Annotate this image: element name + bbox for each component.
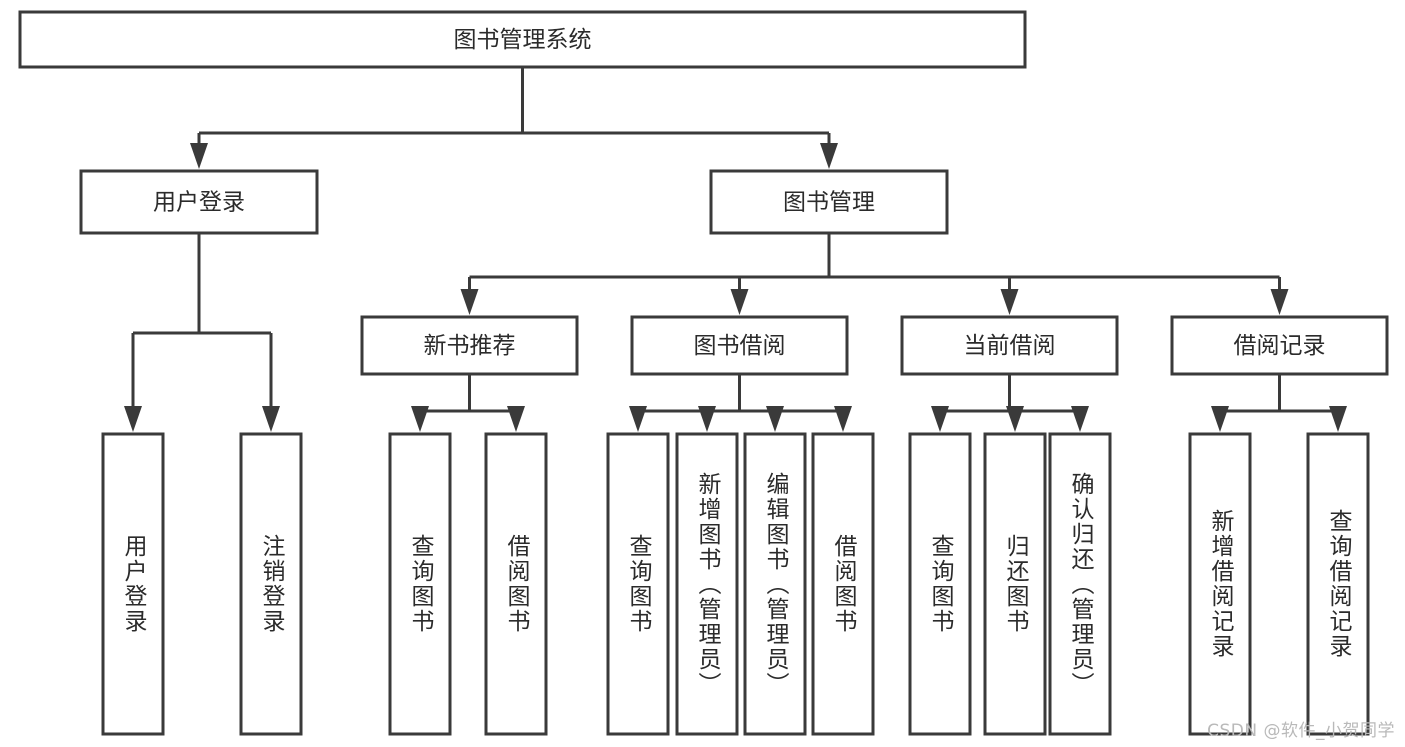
node-label-n-book-borrow: 图书借阅 xyxy=(694,333,786,359)
arrow-head-icon xyxy=(730,289,749,315)
node-box-n-book-borrow[interactable] xyxy=(630,315,849,376)
node-label-n-user-login: 用户登录 xyxy=(153,190,245,216)
node-box-l-borrow-book-1[interactable] xyxy=(484,432,548,736)
node-box-l-query-book-1[interactable] xyxy=(388,432,452,736)
node-box-l-add-record[interactable] xyxy=(1188,432,1252,736)
node-label-n-borrow-record: 借阅记录 xyxy=(1234,333,1326,359)
node-box-l-logout[interactable] xyxy=(239,432,303,736)
node-box-root[interactable] xyxy=(18,10,1027,69)
node-box-n-book-mgmt[interactable] xyxy=(709,169,949,235)
arrow-head-icon xyxy=(124,406,142,432)
arrow-head-icon xyxy=(1270,289,1289,315)
node-box-l-query-book-2[interactable] xyxy=(606,432,670,736)
arrow-head-icon xyxy=(629,406,647,432)
arrow-head-icon xyxy=(1329,406,1347,432)
node-box-l-user-login[interactable] xyxy=(101,432,165,736)
arrow-head-icon xyxy=(1006,406,1024,432)
node-box-l-add-book[interactable] xyxy=(675,432,739,736)
node-box-l-borrow-book-2[interactable] xyxy=(811,432,875,736)
node-box-n-current-borrow[interactable] xyxy=(900,315,1119,376)
arrow-head-icon xyxy=(698,406,716,432)
watermark-text: CSDN @软件_小贺同学 xyxy=(1207,721,1395,741)
node-box-n-user-login[interactable] xyxy=(79,169,319,235)
arrow-head-icon xyxy=(766,406,784,432)
node-label-n-new-book-rec: 新书推荐 xyxy=(424,333,516,359)
node-box-l-confirm-return[interactable] xyxy=(1048,432,1112,736)
node-boxes-layer xyxy=(18,10,1389,736)
arrow-head-icon xyxy=(1071,406,1089,432)
node-box-n-new-book-rec[interactable] xyxy=(360,315,579,376)
arrow-head-icon xyxy=(834,406,852,432)
node-box-l-query-record[interactable] xyxy=(1306,432,1370,736)
node-box-l-return-book[interactable] xyxy=(983,432,1047,736)
arrow-head-icon xyxy=(820,143,838,169)
arrow-head-icon xyxy=(411,406,429,432)
node-label-root: 图书管理系统 xyxy=(454,27,592,53)
arrow-head-icon xyxy=(507,406,525,432)
arrow-head-icon xyxy=(931,406,949,432)
node-box-l-edit-book[interactable] xyxy=(743,432,807,736)
node-label-n-book-mgmt: 图书管理 xyxy=(783,190,875,216)
arrow-head-icon xyxy=(190,143,208,169)
arrow-head-icon xyxy=(1000,289,1019,315)
node-box-n-borrow-record[interactable] xyxy=(1170,315,1389,376)
node-label-n-current-borrow: 当前借阅 xyxy=(964,333,1056,359)
connectors-layer xyxy=(124,67,1347,432)
node-box-l-query-book-3[interactable] xyxy=(908,432,972,736)
arrow-head-icon xyxy=(262,406,280,432)
arrow-head-icon xyxy=(1211,406,1229,432)
arrow-head-icon xyxy=(460,289,479,315)
